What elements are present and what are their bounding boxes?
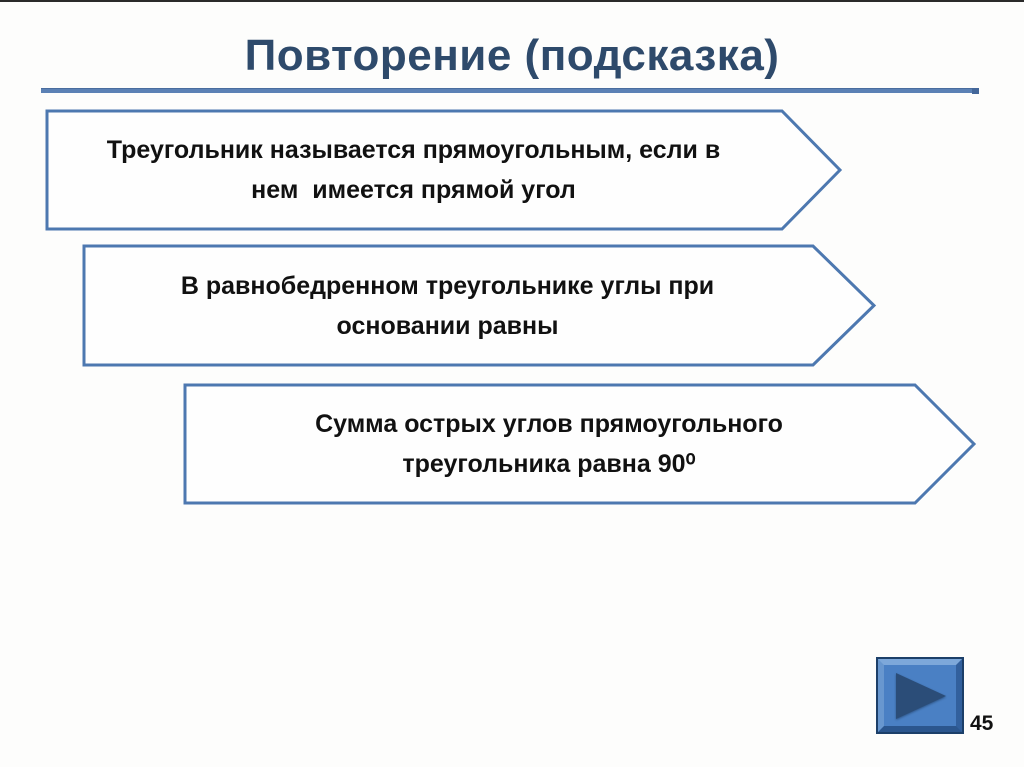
hint-text-line: В равнобедренном треугольнике углы при: [180, 271, 715, 300]
next-slide-button[interactable]: [876, 657, 964, 734]
play-icon: [896, 672, 946, 719]
title-underline: [41, 88, 979, 94]
hint-text-line: треугольника равна 90⁰: [402, 450, 696, 478]
hint-text-line: Сумма острых углов прямоугольного: [315, 410, 783, 438]
hint-arrow-shape-2: [82, 244, 877, 367]
hint-arrow-3: Сумма острых углов прямоугольного треуго…: [183, 383, 915, 505]
hint-arrow-1: Треугольник называется прямоугольным, ес…: [45, 109, 782, 231]
page-number: 45: [970, 712, 994, 735]
slide-title: Повторение (подсказка): [244, 31, 780, 80]
hint-text-line: основании равны: [336, 311, 559, 340]
hint-arrow-shape-1: [45, 109, 843, 231]
underline-endcap: [972, 88, 979, 94]
hint-arrow-2: В равнобедренном треугольнике углы при о…: [82, 244, 813, 367]
hint-text-line: нем имеется прямой угол: [251, 176, 576, 204]
hint-arrow-shape-3: [183, 383, 977, 505]
hint-text-line: Треугольник называется прямоугольным, ес…: [106, 136, 721, 164]
window-top-edge: [0, 0, 1024, 2]
